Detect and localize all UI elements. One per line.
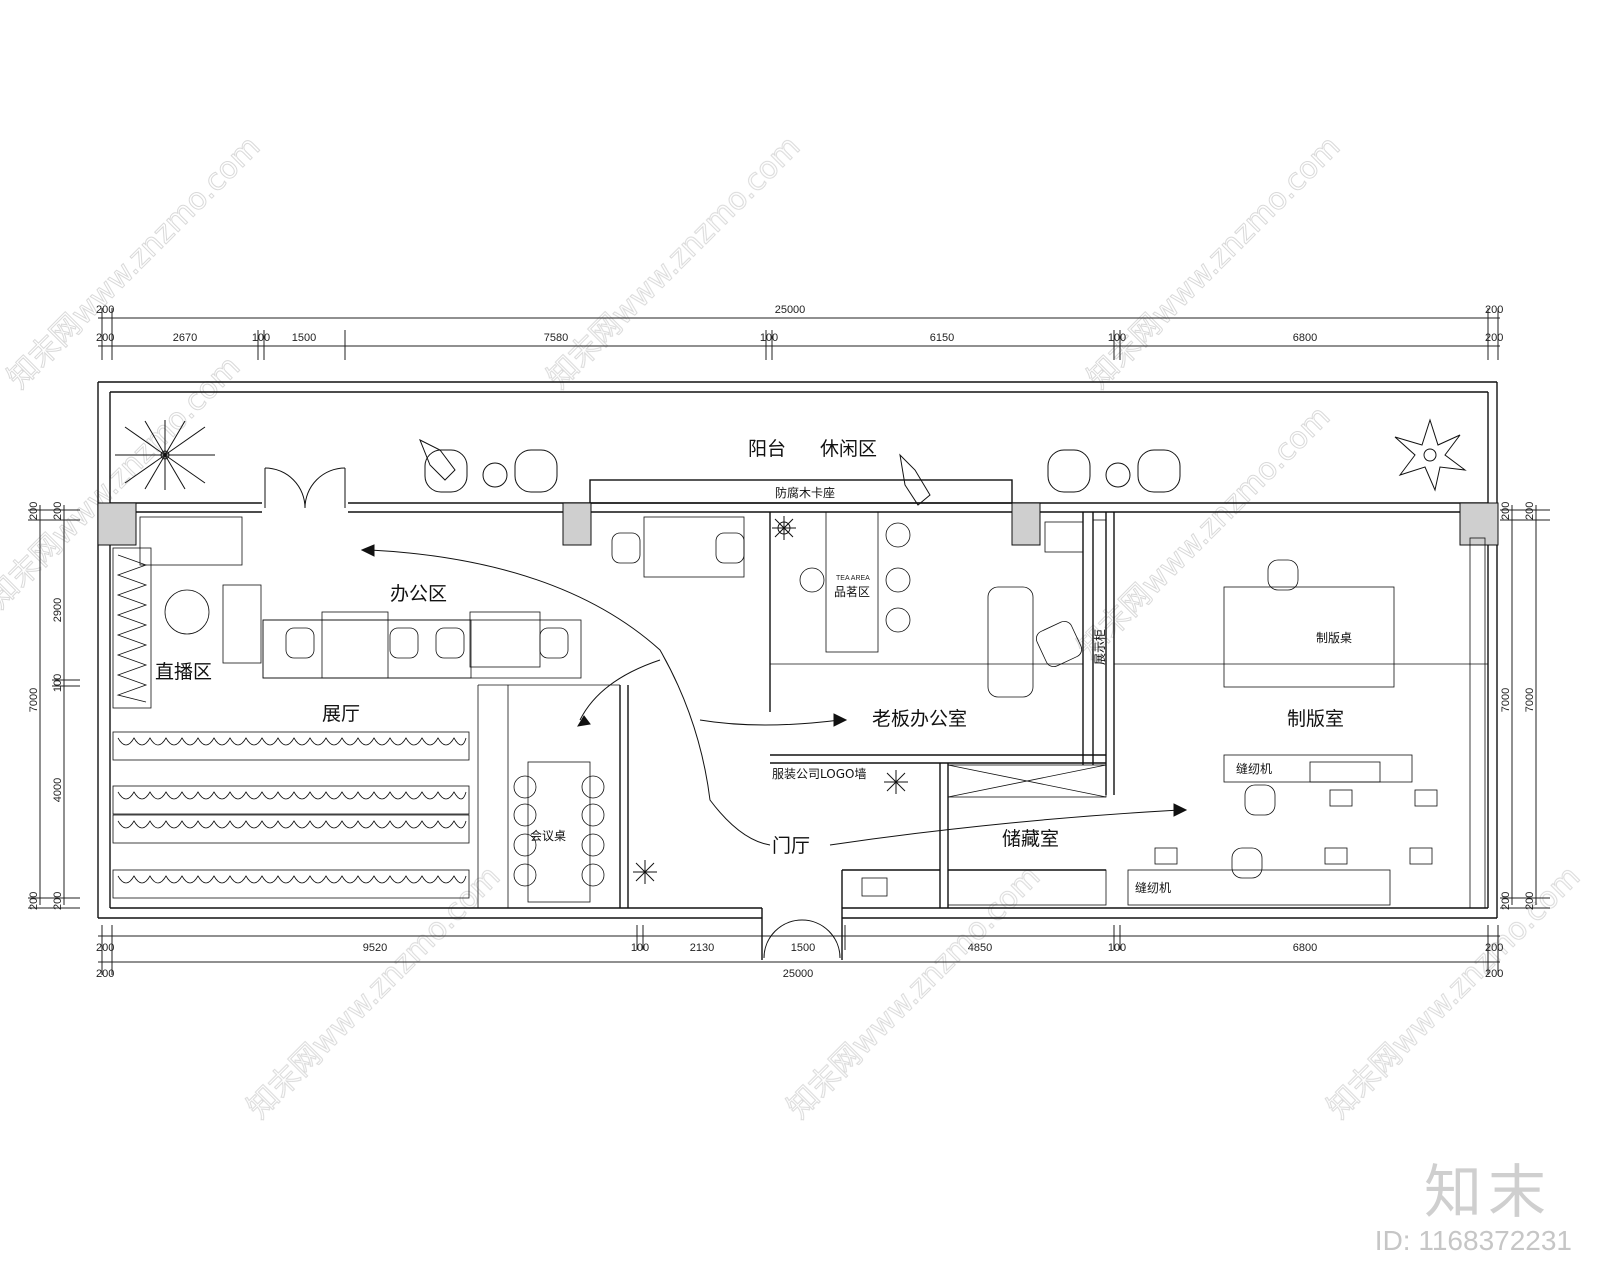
- watermark: 知末网www.znzmo.com: [1081, 129, 1347, 395]
- office-area-label: 办公区: [390, 583, 447, 605]
- right-dimensions: 200 7000 200 200 7000 200: [1500, 502, 1536, 910]
- dim-text: 200: [52, 502, 64, 520]
- dim-text: 200: [1524, 502, 1536, 520]
- watermark: 知末网www.znzmo.com: [1071, 399, 1337, 665]
- dim-text: 1500: [791, 942, 815, 954]
- office-desks: [139, 511, 1488, 909]
- display-cabinet-label: 展示柜: [1093, 629, 1107, 665]
- dim-text: 200: [1485, 968, 1503, 980]
- dim-text: 200: [1485, 942, 1503, 954]
- pattern-room-label: 制版室: [1287, 708, 1344, 730]
- bench-label: 防腐木卡座: [775, 485, 835, 500]
- dim-text: 1500: [292, 332, 316, 344]
- dim-text: 4850: [968, 942, 992, 954]
- dim-text: 6800: [1293, 332, 1317, 344]
- room-labels: 阳台 休闲区 办公区 直播区 展厅 老板办公室 制版室 储藏室 门厅 品茗区 T…: [155, 438, 1352, 895]
- boss-office-label: 老板办公室: [872, 708, 967, 730]
- dim-text: 200: [1485, 304, 1503, 316]
- tea-area-label: 品茗区: [834, 585, 870, 599]
- watermark: 知末网www.znzmo.com: [541, 129, 807, 395]
- dim-text: 2670: [173, 332, 197, 344]
- columns: [97, 502, 1499, 546]
- plant-icon: [115, 420, 215, 490]
- top-dimensions: 25000 200 200 200 2670 100 1500 7580 100…: [96, 304, 1503, 344]
- dim-text: 200: [1485, 332, 1503, 344]
- left-dimensions: 200 2900 100 7000 4000 200 200 200: [28, 502, 64, 910]
- plant-icon: [1394, 418, 1467, 492]
- tea-area-en-label: TEA AREA: [836, 575, 870, 582]
- pattern-table-label: 制版桌: [1316, 631, 1352, 645]
- watermark: 知末网www.znzmo.com: [241, 859, 507, 1125]
- dim-text: 7580: [544, 332, 568, 344]
- dim-text: 200: [28, 892, 40, 910]
- interior-plants: [633, 516, 908, 884]
- dim-text: 200: [1500, 892, 1512, 910]
- plant-icon: [772, 516, 796, 540]
- brand-id: ID: 1168372231: [1374, 1225, 1572, 1256]
- dim-text: 200: [96, 968, 114, 980]
- clothing-racks: [112, 547, 470, 899]
- dim-text: 2900: [52, 598, 64, 622]
- dim-text: 4000: [52, 778, 64, 802]
- balcony-label: 阳台: [748, 438, 786, 460]
- overall-width-top: 25000: [775, 304, 806, 316]
- dim-text: 7000: [1500, 688, 1512, 712]
- dim-text: 9520: [363, 942, 387, 954]
- sewing-machine-label: 缝纫机: [1135, 880, 1171, 895]
- dim-text: 100: [1108, 332, 1126, 344]
- dim-text: 200: [1500, 502, 1512, 520]
- dim-text: 200: [96, 942, 114, 954]
- showroom-label: 展厅: [322, 703, 360, 725]
- entrance-door[interactable]: [763, 919, 841, 959]
- overall-width-bottom: 25000: [783, 968, 814, 980]
- circulation-paths: [360, 544, 1188, 846]
- watermark: 知末网www.znzmo.com: [1321, 859, 1587, 1125]
- balcony-door[interactable]: [264, 467, 346, 509]
- balcony-furniture: [115, 418, 1467, 506]
- sewing-machine-label: 缝纫机: [1236, 761, 1272, 776]
- meeting-label: 会议桌: [530, 829, 566, 843]
- plant-icon: [633, 860, 657, 884]
- dimension-lines: [28, 308, 1550, 975]
- dim-text: 100: [760, 332, 778, 344]
- live-area-label: 直播区: [155, 661, 212, 683]
- dim-text: 200: [96, 304, 114, 316]
- watermark: 知末网www.znzmo.com: [781, 859, 1047, 1125]
- dim-text: 2130: [690, 942, 714, 954]
- dim-text: 200: [52, 892, 64, 910]
- dim-text: 100: [52, 674, 64, 692]
- bottom-dimensions: 200 9520 100 2130 1500 4850 100 6800 200…: [96, 942, 1503, 980]
- watermark: 知末网www.znzmo.com: [0, 349, 247, 615]
- dim-text: 200: [1524, 892, 1536, 910]
- dim-text: 200: [28, 502, 40, 520]
- dim-text: 6800: [1293, 942, 1317, 954]
- brand-logo: 知末: [1423, 1158, 1552, 1226]
- leisure-label: 休闲区: [820, 438, 877, 460]
- dim-text: 6150: [930, 332, 954, 344]
- dim-text: 100: [252, 332, 270, 344]
- storage-label: 储藏室: [1002, 828, 1059, 850]
- dim-text: 200: [96, 332, 114, 344]
- logo-wall-label: 服装公司LOGO墙: [772, 767, 866, 781]
- dim-text: 100: [1108, 942, 1126, 954]
- dim-text: 7000: [28, 688, 40, 712]
- plant-icon: [884, 770, 908, 794]
- lobby-label: 门厅: [772, 835, 810, 857]
- dim-text: 100: [631, 942, 649, 954]
- dim-text: 7000: [1524, 688, 1536, 712]
